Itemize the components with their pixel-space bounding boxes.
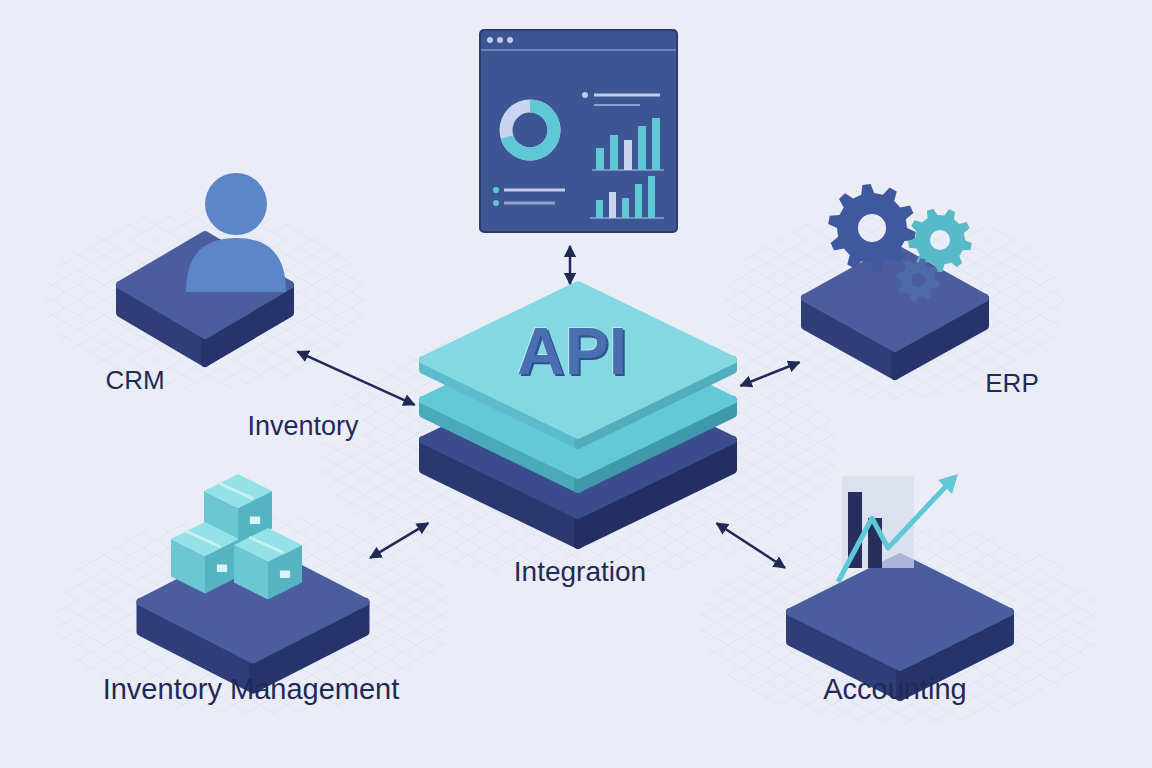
box-label <box>217 565 227 572</box>
gear-icon <box>828 184 972 302</box>
dashboard-window <box>480 30 677 232</box>
system-platform: ERP <box>805 235 985 360</box>
box-face <box>204 474 272 508</box>
box-label <box>280 571 290 578</box>
system-label: Integration <box>514 556 646 588</box>
box-tape <box>249 537 283 552</box>
platforms <box>120 235 1010 697</box>
platform-top <box>790 557 1010 667</box>
system-label: Inventory Management <box>103 673 400 706</box>
system-platform: Inventory Management <box>140 540 365 680</box>
system-platform: CRM <box>120 228 292 355</box>
boxes-icon <box>171 474 302 599</box>
box-face <box>234 528 302 562</box>
platform-top <box>423 285 733 435</box>
box-tape <box>219 483 253 498</box>
chart-icon <box>838 474 958 582</box>
platform-top <box>120 235 290 335</box>
dashboard-arrow <box>569 246 572 284</box>
box-face <box>171 522 239 556</box>
floor-grid <box>45 210 1100 725</box>
system-platform: Accounting <box>790 545 1010 690</box>
box-tape <box>186 531 220 546</box>
system-label: ERP <box>985 369 1038 399</box>
system-label: Accounting <box>823 673 967 706</box>
integration-arrow <box>297 352 414 405</box>
system-label: CRM <box>105 366 164 396</box>
person-icon <box>186 173 286 292</box>
floating-label-text: Inventory <box>244 411 361 442</box>
api-title: API <box>517 314 627 390</box>
box-label <box>250 517 260 524</box>
gear <box>828 184 916 272</box>
integration-arrow <box>717 523 785 567</box>
integration-arrow <box>741 362 800 386</box>
floating-label: Inventory <box>0 0 117 31</box>
gear <box>896 258 940 302</box>
gear <box>908 209 972 272</box>
integration-arrow <box>370 523 428 558</box>
system-platform: APIIntegration <box>420 285 735 520</box>
